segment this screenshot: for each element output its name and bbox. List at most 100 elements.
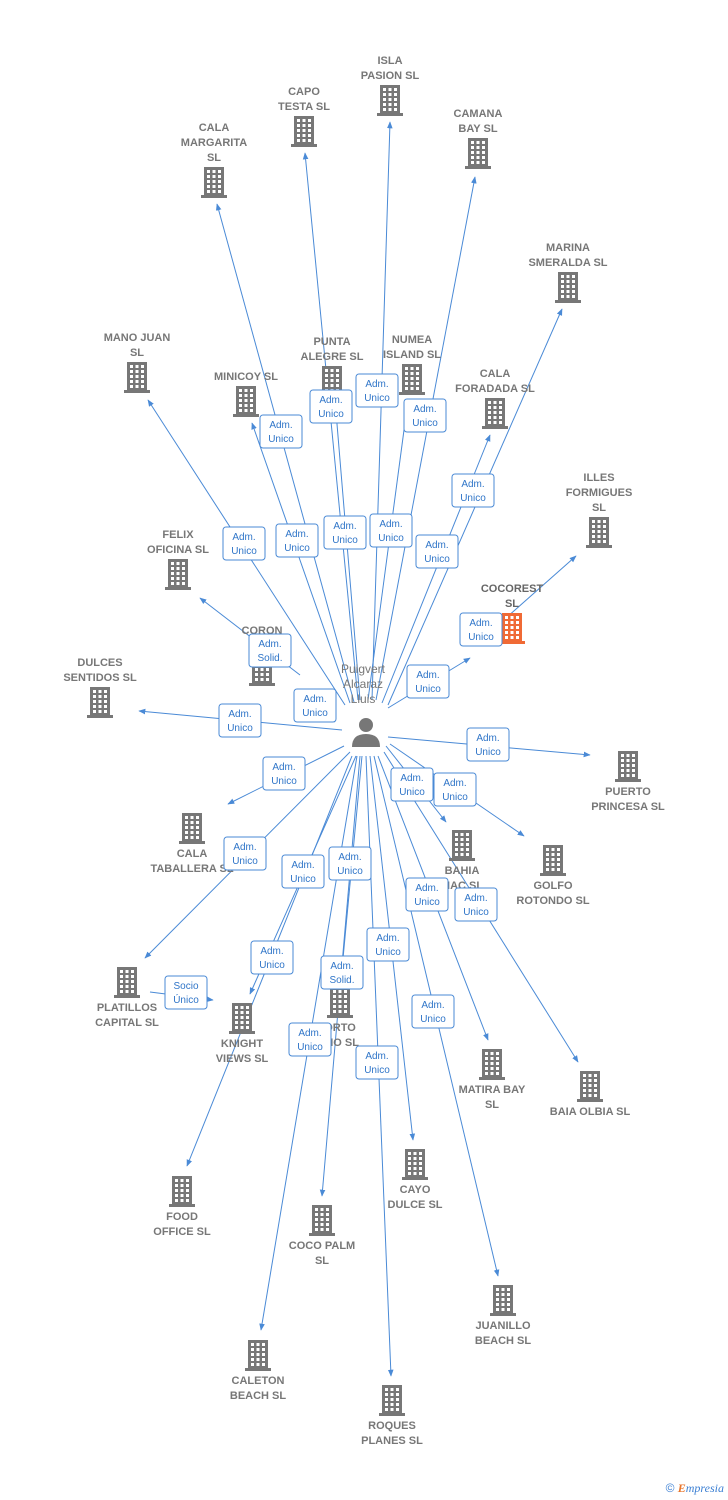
edge-minicoy bbox=[251, 422, 351, 704]
person-name-line: Alcaraz bbox=[343, 677, 383, 691]
edge-cala-margarita bbox=[215, 203, 355, 703]
company-name-line: ILLES bbox=[583, 472, 614, 484]
role-label-marina-smeralda[interactable]: Adm.Unico bbox=[415, 534, 459, 569]
role-label-food-office[interactable]: Adm.Unico bbox=[250, 940, 294, 975]
company-name-line: PUNTA bbox=[313, 336, 350, 348]
company-name-line: BAHIA bbox=[445, 865, 480, 877]
role-label-isla-pasion[interactable]: Adm.Unico bbox=[355, 373, 399, 408]
role-label-illes-formigues[interactable]: Adm.Unico bbox=[459, 612, 503, 647]
edge-camana-bay bbox=[375, 176, 477, 701]
person-icon bbox=[352, 718, 380, 747]
role-label-felix-oficina[interactable]: Adm.Solid. bbox=[248, 633, 292, 668]
building-icon bbox=[377, 85, 403, 116]
company-name-line: PLANES SL bbox=[361, 1435, 423, 1447]
company-name-line: KNIGHT bbox=[221, 1038, 263, 1050]
role-label-dulces-sentidos[interactable]: Adm.Unico bbox=[218, 703, 262, 738]
role-text: Unico bbox=[332, 535, 358, 546]
role-label-cala-taballera[interactable]: Adm.Unico bbox=[262, 756, 306, 791]
company-name-line: PLATILLOS bbox=[97, 1002, 157, 1014]
brand-logo-text: mpresia bbox=[685, 1481, 724, 1495]
role-text: Unico bbox=[378, 533, 404, 544]
role-text: Unico bbox=[399, 787, 425, 798]
role-label-matira-bay[interactable]: Adm.Unico bbox=[405, 877, 449, 912]
role-label-caleton-beach[interactable]: Adm.Unico bbox=[288, 1022, 332, 1057]
building-icon bbox=[327, 987, 353, 1018]
role-label-mano-juan[interactable]: Adm.Unico bbox=[222, 526, 266, 561]
brand-logo-initial: E bbox=[677, 1481, 686, 1495]
company-node-baia-olbia[interactable]: BAIA OLBIA SL bbox=[550, 1071, 631, 1118]
role-label-juanillo-beach[interactable]: Adm.Unico bbox=[411, 994, 455, 1029]
building-icon bbox=[291, 116, 317, 147]
role-label-porto[interactable]: Adm.Solid. bbox=[320, 955, 364, 990]
role-label-coron-isla[interactable]: Adm.Unico bbox=[293, 688, 337, 723]
building-icon bbox=[540, 845, 566, 876]
role-text: Adm. bbox=[421, 1000, 444, 1011]
role-label-cala-foradada[interactable]: Adm.Unico bbox=[451, 473, 495, 508]
role-label-cocorest[interactable]: Adm.Unico bbox=[406, 664, 450, 699]
company-name-line: TABALLERA SL bbox=[150, 863, 233, 875]
company-name-line: SMERALDA SL bbox=[528, 257, 607, 269]
role-label-puerto-princesa[interactable]: Adm.Unico bbox=[466, 727, 510, 762]
role-text: Adm. bbox=[258, 639, 281, 650]
role-label-capo-testa[interactable]: Adm.Unico bbox=[309, 389, 353, 424]
company-name-line: SL bbox=[505, 598, 519, 610]
company-name-line: ISLA bbox=[377, 55, 402, 67]
role-label-baia-olbia[interactable]: Adm.Unico bbox=[454, 887, 498, 922]
role-text: Adm. bbox=[260, 946, 283, 957]
role-text: Adm. bbox=[232, 532, 255, 543]
role-label-minicoy[interactable]: Adm.Unico bbox=[275, 523, 319, 558]
role-label-cayo-dulce[interactable]: Adm.Unico bbox=[366, 927, 410, 962]
edge-punta-alegre bbox=[332, 399, 361, 701]
role-label-golfo-rotondo[interactable]: Adm.Unico bbox=[433, 772, 477, 807]
role-text: Adm. bbox=[400, 773, 423, 784]
building-icon bbox=[379, 1385, 405, 1416]
building-icon bbox=[586, 517, 612, 548]
role-label-roques-planes[interactable]: Adm.Unico bbox=[355, 1045, 399, 1080]
role-label-knight-views[interactable]: Adm.Unico bbox=[281, 854, 325, 889]
company-name-line: ROQUES bbox=[368, 1420, 416, 1432]
role-label-camana-bay[interactable]: Adm. Unico bbox=[369, 513, 413, 548]
role-label-punta-alegre[interactable]: Adm.Unico bbox=[323, 515, 367, 550]
company-name-line: FOOD bbox=[166, 1211, 198, 1223]
role-text: Solid. bbox=[329, 975, 354, 986]
company-name-line: SL bbox=[130, 347, 144, 359]
company-node-minicoy[interactable]: MINICOY SL bbox=[214, 371, 278, 417]
company-node-roques-planes[interactable]: ROQUES PLANES SL bbox=[361, 1385, 423, 1447]
role-label-numea-island[interactable]: Adm.Unico bbox=[403, 398, 447, 433]
role-label-cala-margarita[interactable]: Adm.Unico bbox=[259, 414, 303, 449]
role-label-bahia[interactable]: Adm. Unico bbox=[390, 767, 434, 802]
role-label-coco-palm[interactable]: Adm.Unico bbox=[328, 846, 372, 881]
building-icon bbox=[555, 272, 581, 303]
company-name-line: ISLAND SL bbox=[383, 349, 441, 361]
role-label-platillos-capital[interactable]: Adm.Unico bbox=[223, 836, 267, 871]
person-name-line: Lluis bbox=[351, 692, 376, 706]
role-text: Adm. bbox=[379, 519, 402, 530]
